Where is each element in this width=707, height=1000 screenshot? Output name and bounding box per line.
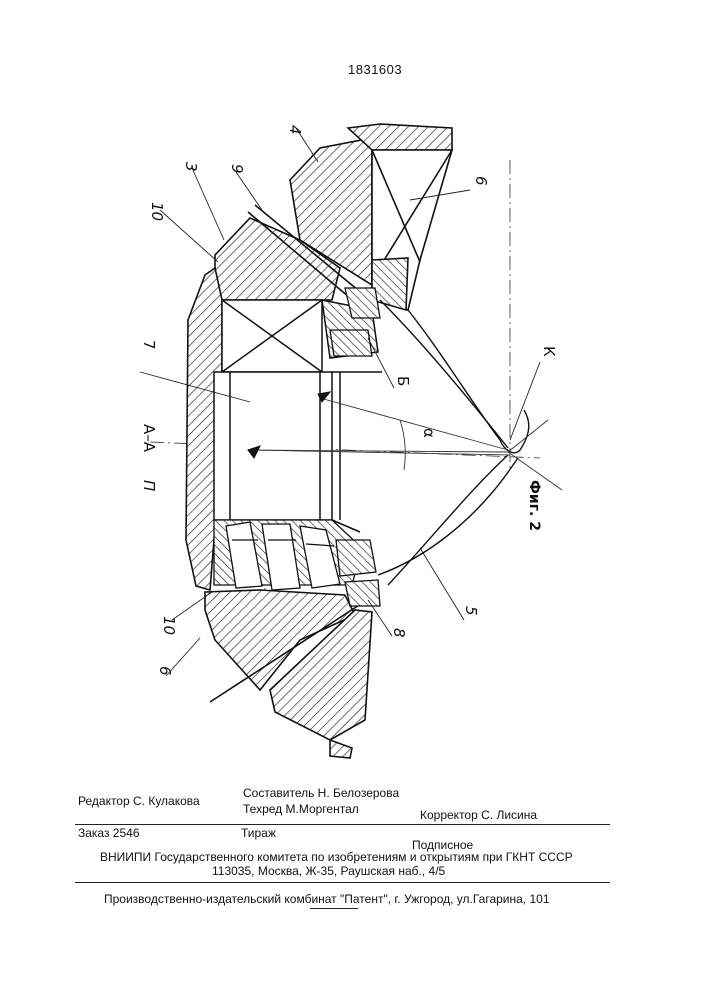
label-B: Б: [394, 376, 412, 386]
label-9: 9: [228, 164, 246, 174]
label-8: 8: [390, 628, 408, 638]
label-6-upper: 6: [472, 176, 490, 186]
techred-credit: Техред М.Моргентал: [243, 802, 359, 816]
label-5: 5: [462, 606, 480, 616]
underline-mark: [310, 908, 358, 909]
label-P: П: [140, 480, 158, 491]
circulation-label: Тираж: [241, 826, 276, 840]
profile-curve: [378, 300, 529, 585]
order-number: Заказ 2546: [78, 826, 140, 840]
editor-credit: Редактор С. Кулакова: [78, 794, 200, 808]
technical-drawing: 4 9 3 10 6 7 Б К α А–А П 10 6 8 5 Фиг. 2: [0, 0, 707, 780]
institute-line: ВНИИПИ Государственного комитета по изоб…: [100, 850, 573, 864]
label-6-lower: 6: [156, 666, 174, 676]
figure-caption: Фиг. 2: [526, 480, 542, 531]
divider-bottom: [75, 882, 610, 883]
label-10-lower: 10: [160, 616, 178, 635]
address-line: 113035, Москва, Ж-35, Раушская наб., 4/5: [212, 864, 445, 878]
label-4: 4: [286, 125, 304, 135]
corrector-credit: Корректор С. Лисина: [420, 808, 537, 822]
label-K: К: [540, 346, 558, 357]
label-3: 3: [182, 162, 200, 172]
section-label: А–А: [140, 424, 158, 453]
label-7: 7: [140, 340, 158, 350]
compiler-credit: Составитель Н. Белозерова: [243, 786, 399, 800]
publisher-line: Производственно-издательский комбинат "П…: [104, 892, 550, 906]
label-10-upper: 10: [148, 202, 166, 221]
divider-top: [75, 824, 610, 825]
label-alpha: α: [420, 428, 438, 438]
